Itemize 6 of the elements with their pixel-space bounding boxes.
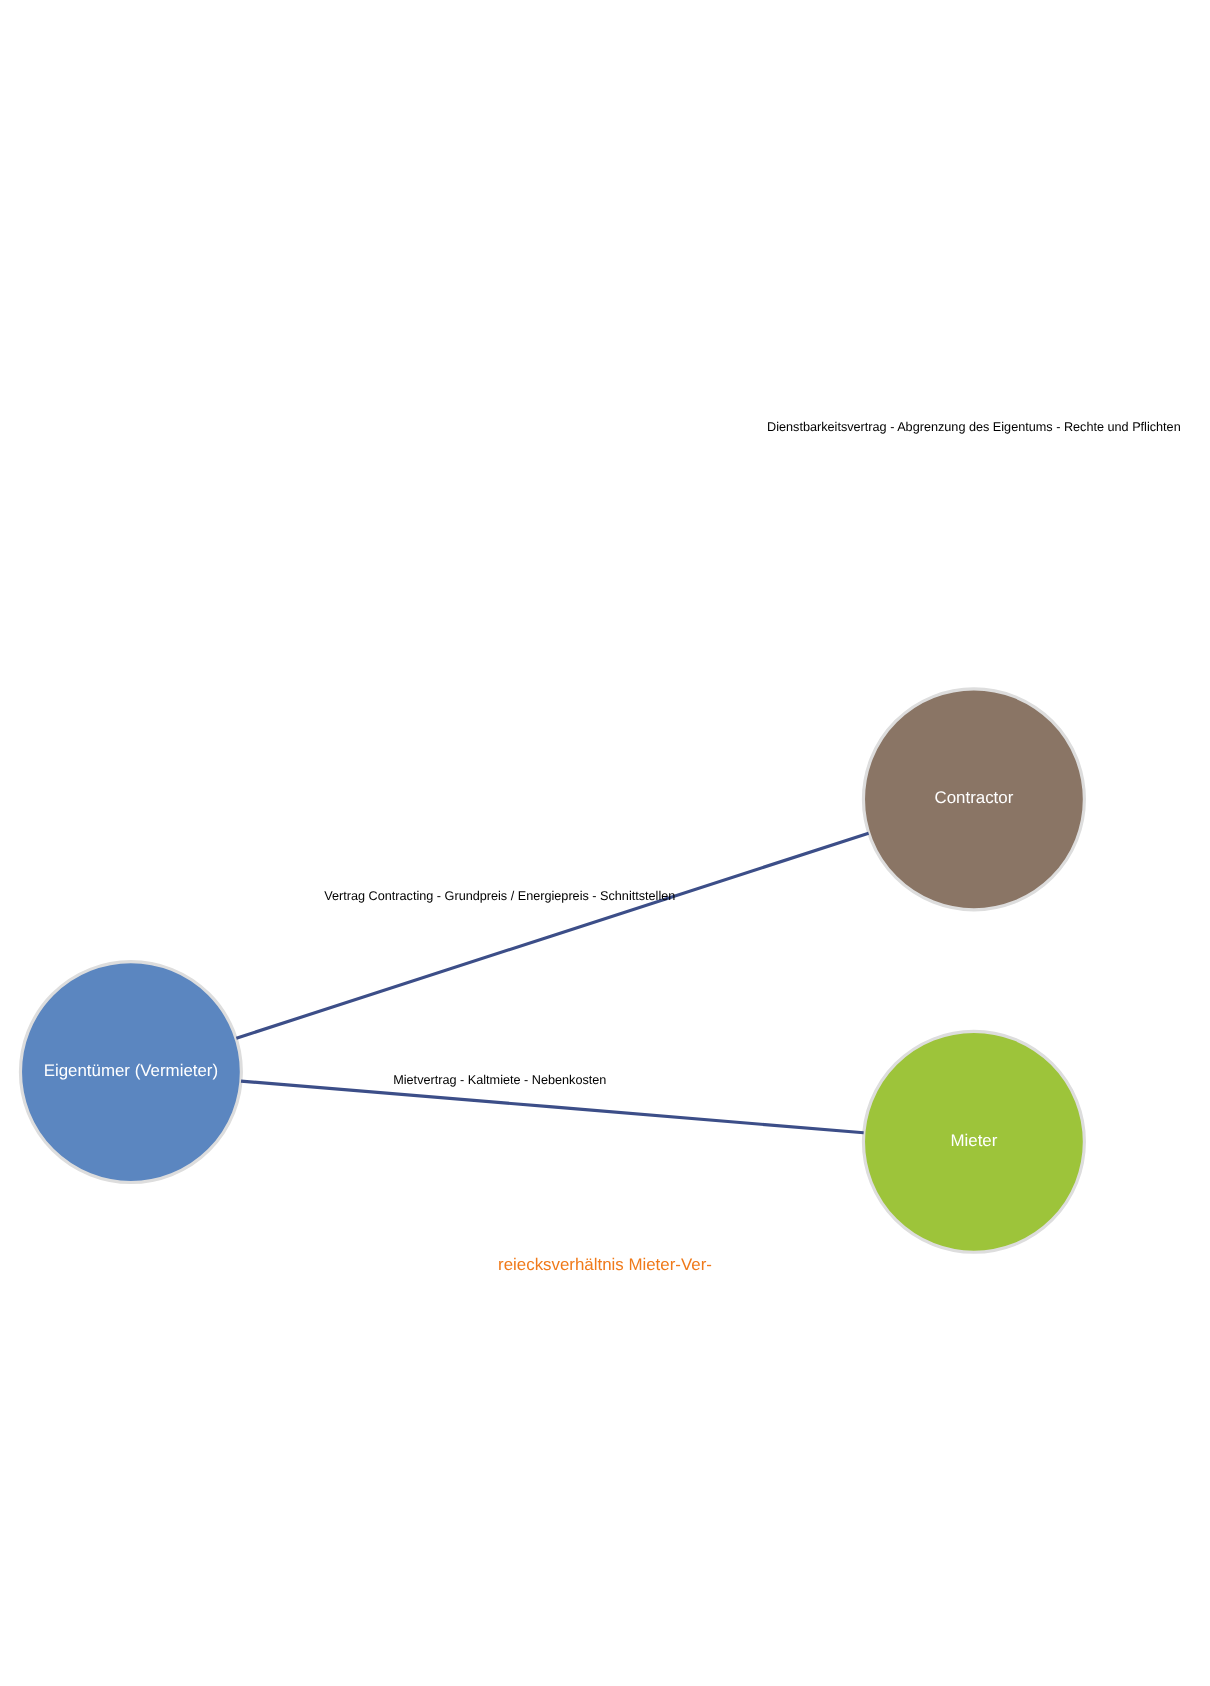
node-circle: Eigentümer (Vermieter) — [18, 959, 243, 1184]
caption: reiecksverhältnis Mieter-Ver- — [498, 1253, 712, 1274]
connector — [240, 1078, 864, 1134]
node-circle: Mieter — [861, 1028, 1086, 1253]
connector — [235, 830, 870, 1039]
node-circle: Contractor — [861, 686, 1086, 911]
